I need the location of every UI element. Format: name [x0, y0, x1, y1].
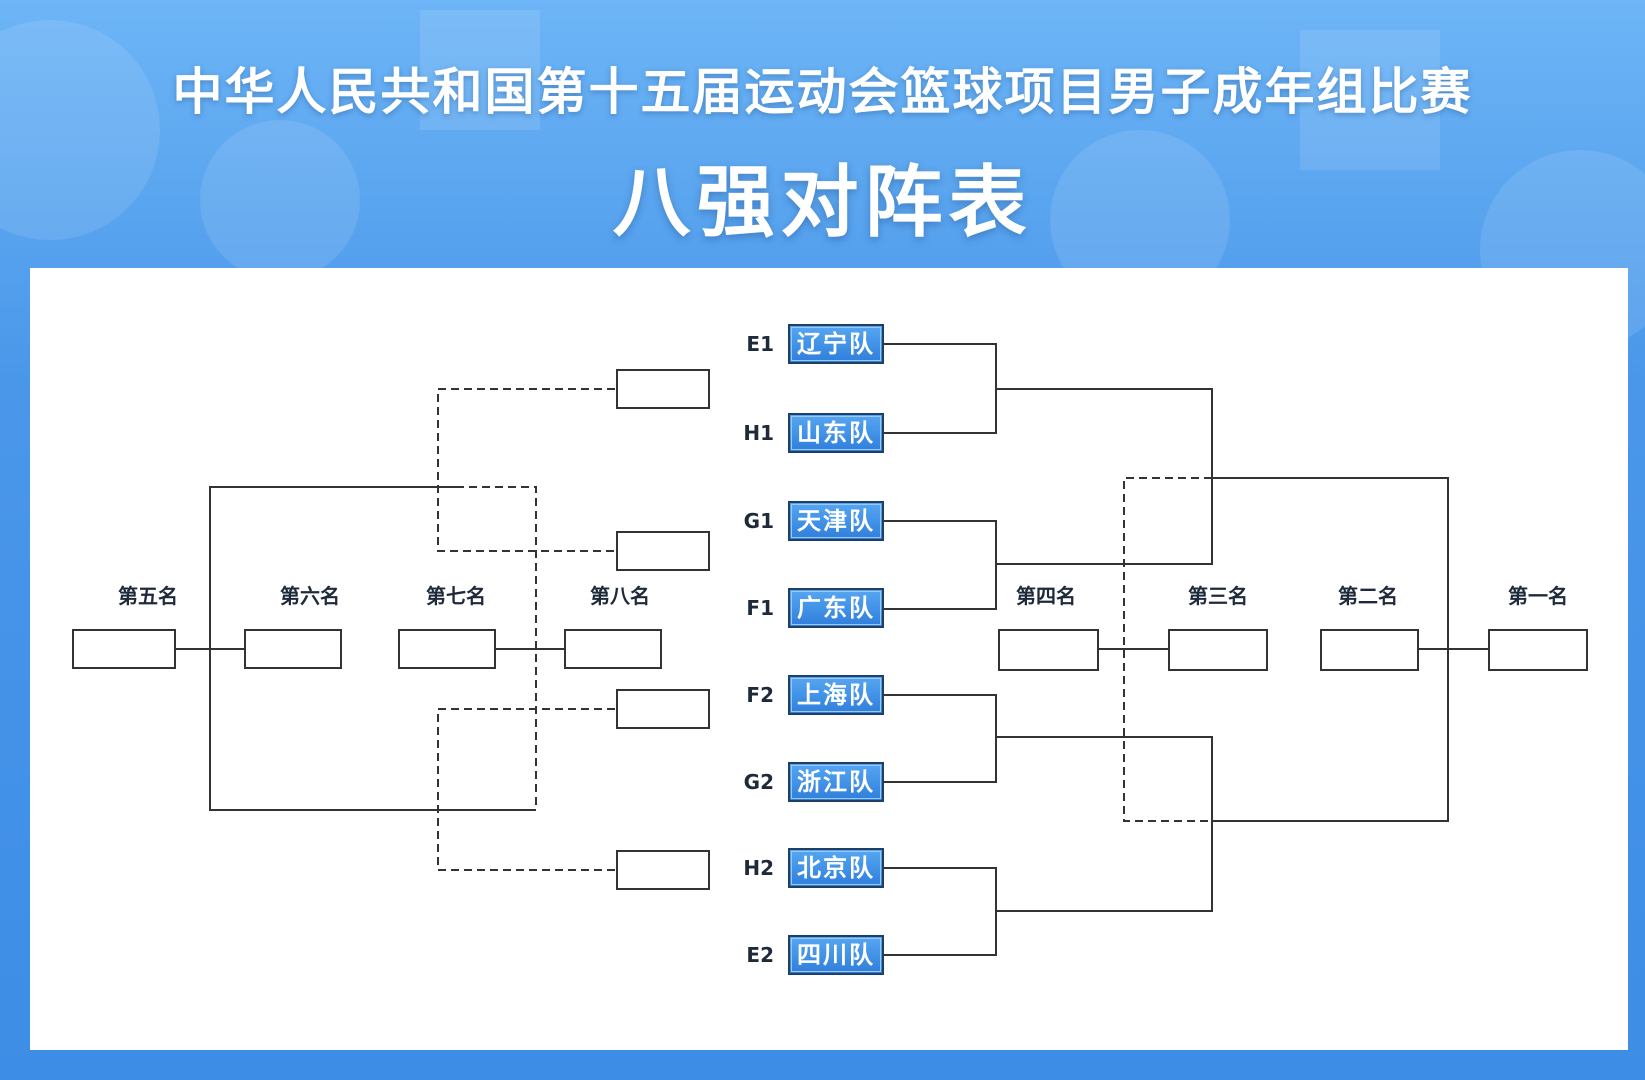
placement-label-2: 第二名	[1338, 584, 1398, 608]
team-box-liaoning: 辽宁队	[788, 324, 884, 364]
team-seed: G2	[743, 770, 774, 794]
team-box-sichuan: 四川队	[788, 935, 884, 975]
placement-label-5: 第五名	[118, 584, 178, 608]
connector-line-dashed	[1123, 477, 1212, 822]
placement-slot-5	[72, 629, 176, 669]
connector-line	[884, 520, 997, 610]
team-seed: F1	[746, 596, 774, 620]
connector-line	[884, 343, 997, 434]
placement-slot-3	[1168, 629, 1268, 671]
page-title: 中华人民共和国第十五届运动会篮球项目男子成年组比赛	[172, 63, 1473, 121]
placement-label-3: 第三名	[1188, 584, 1248, 608]
placement-label-1: 第一名	[1508, 584, 1568, 608]
bracket-panel: 第五名 第六名 第七名 第八名 第四名 第三名 第二名 第一名 E1 H1 G1…	[30, 268, 1628, 1050]
team-seed: H2	[743, 856, 774, 880]
bg-decoration	[420, 10, 540, 130]
bracket-slot	[616, 369, 710, 409]
connector-line	[884, 867, 997, 956]
placement-slot-6	[244, 629, 342, 669]
team-box-shanghai: 上海队	[788, 675, 884, 715]
bracket-lines	[176, 343, 1488, 956]
placement-label-4: 第四名	[1016, 584, 1076, 608]
team-box-beijing: 北京队	[788, 848, 884, 888]
team-box-tianjin: 天津队	[788, 501, 884, 541]
bg-decoration	[1300, 30, 1440, 170]
team-box-shandong: 山东队	[788, 413, 884, 453]
connector-line-dashed	[437, 388, 615, 552]
bg-decoration	[200, 120, 360, 280]
team-box-zhejiang: 浙江队	[788, 762, 884, 802]
placement-slot-2	[1320, 629, 1419, 671]
placement-label-7: 第七名	[426, 584, 486, 608]
bracket-slot	[616, 689, 710, 729]
placement-label-6: 第六名	[280, 584, 340, 608]
connector-line	[996, 736, 1213, 912]
team-seed: E2	[746, 943, 774, 967]
connector-line	[996, 388, 1213, 565]
team-seed: H1	[743, 421, 774, 445]
bracket-slot	[616, 850, 710, 890]
team-seed: G1	[743, 509, 774, 533]
connector-line-dashed	[437, 708, 615, 871]
connector-line-dashed	[456, 486, 537, 811]
team-seed: F2	[746, 683, 774, 707]
bracket-slot	[616, 531, 710, 571]
placement-slot-4	[998, 629, 1099, 671]
page-subtitle: 八强对阵表	[612, 158, 1033, 248]
placement-slot-7	[398, 629, 496, 669]
team-box-guangdong: 广东队	[788, 588, 884, 628]
team-seed: E1	[746, 332, 774, 356]
connector-line	[884, 694, 997, 783]
placement-slot-1	[1488, 629, 1588, 671]
placement-slot-8	[564, 629, 662, 669]
placement-label-8: 第八名	[590, 584, 650, 608]
